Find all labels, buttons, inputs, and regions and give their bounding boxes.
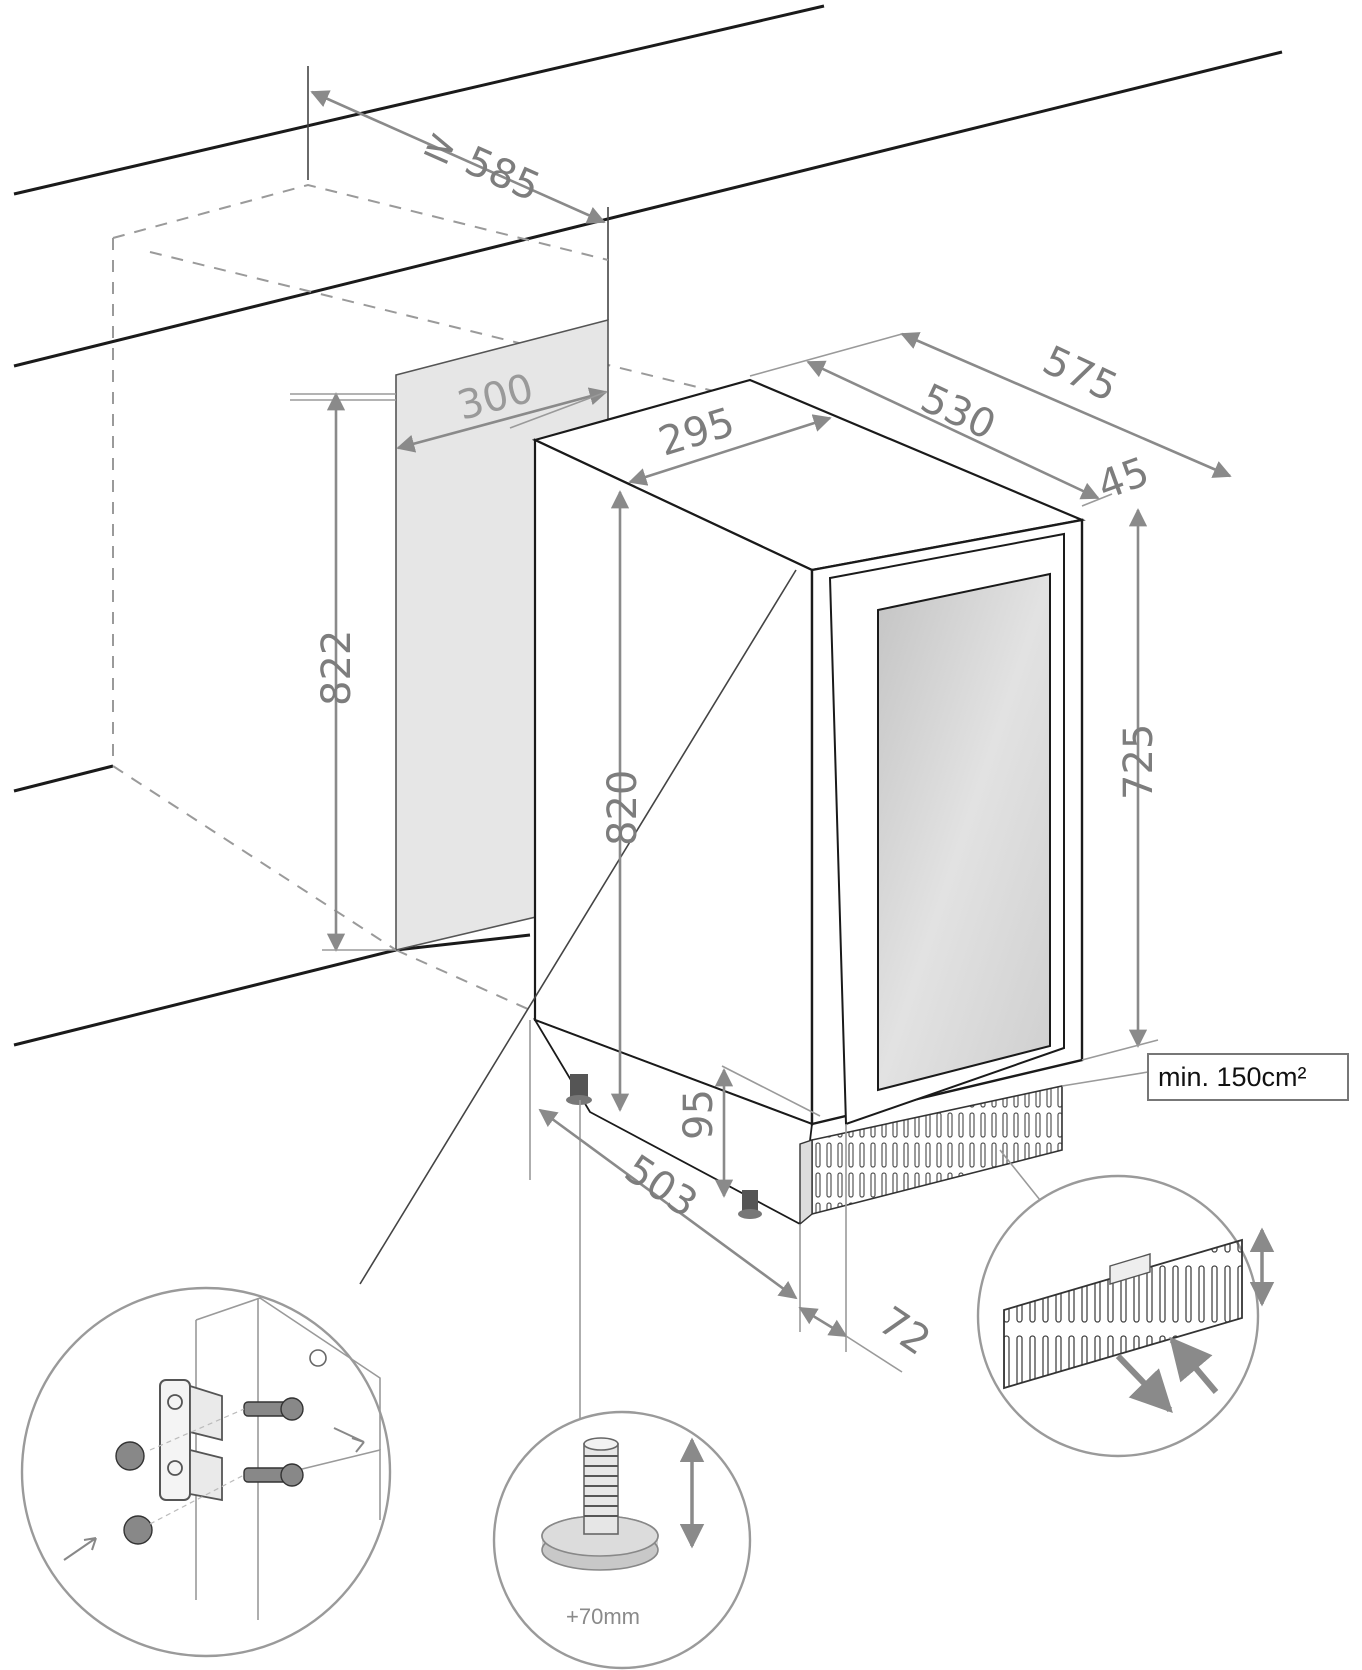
adjustable-foot-icon xyxy=(541,1437,705,1571)
label-appliance-depth: 530 xyxy=(914,375,1003,449)
ventilation-label: min. 150cm² xyxy=(1158,1062,1307,1092)
ventilation-label-box: min. 150cm² xyxy=(1147,1053,1349,1101)
label-door-depth: 45 xyxy=(1092,449,1156,510)
ventilation-grille-icon xyxy=(1003,1227,1275,1414)
hinge-leader-line xyxy=(359,569,797,1285)
label-niche-height: 822 xyxy=(314,630,360,706)
foot-adjustment-label: +70mm xyxy=(566,1604,640,1629)
dimension-lines xyxy=(290,90,1232,1373)
front-foot xyxy=(566,1074,592,1105)
label-door-height: 725 xyxy=(1116,724,1162,800)
niche-outline-dashed xyxy=(112,183,751,1011)
hinge-detail-circle xyxy=(20,1286,392,1658)
door-hinge-screw-icon xyxy=(63,1297,381,1620)
label-plinth-height: 95 xyxy=(676,1089,722,1140)
vent-leader-line xyxy=(999,1149,1041,1201)
door-glass-panel xyxy=(877,572,1051,1092)
label-door-offset: 72 xyxy=(870,1298,938,1365)
label-appliance-height: 820 xyxy=(600,770,646,846)
vent-label-leader-line xyxy=(1061,1071,1149,1087)
label-total-depth: 575 xyxy=(1036,337,1125,411)
vent-detail-circle xyxy=(976,1174,1275,1458)
foot-detail-circle: +70mm xyxy=(492,1410,752,1670)
label-cabinet-depth: ≥ 585 xyxy=(416,119,547,211)
